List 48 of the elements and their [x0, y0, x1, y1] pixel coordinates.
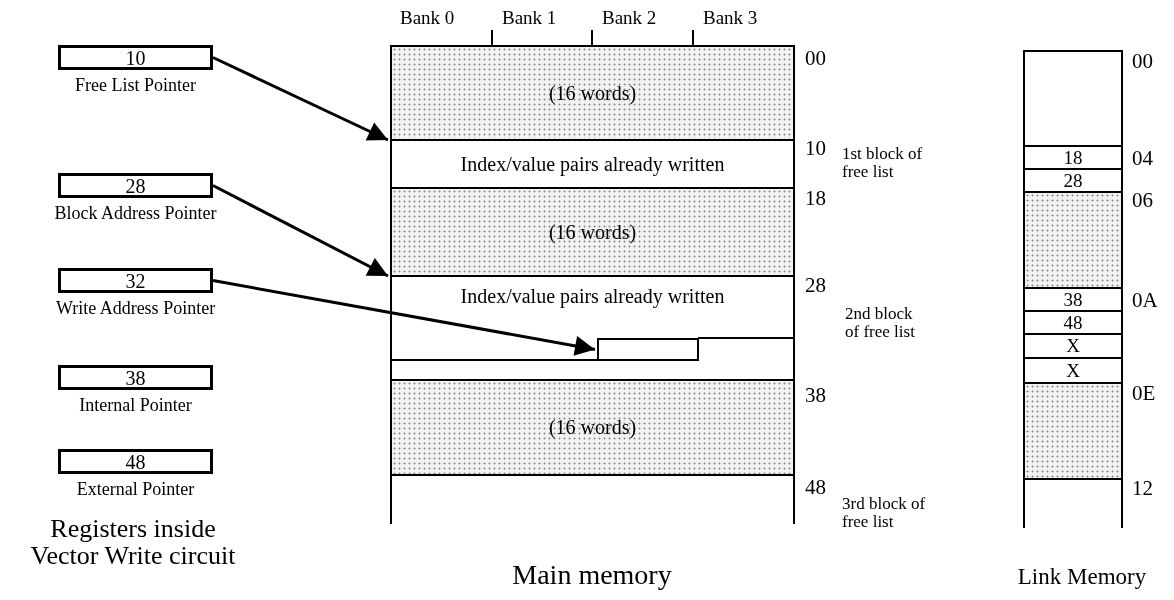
- address-label: 10: [805, 137, 826, 159]
- register-name: Internal Pointer: [79, 395, 192, 416]
- address-label: 12: [1132, 477, 1153, 499]
- caption: Main memory: [511, 560, 673, 589]
- register-box: 38: [58, 365, 213, 390]
- arrow: [212, 184, 389, 278]
- link-entry: [1023, 50, 1123, 147]
- register-name: External Pointer: [76, 479, 195, 500]
- address-label: 00: [1132, 50, 1153, 72]
- memory-block: (16 words): [390, 379, 795, 476]
- register-box: 48: [58, 449, 213, 474]
- register-name: Free List Pointer: [75, 75, 196, 96]
- bank-label: Bank 1: [502, 8, 557, 28]
- address-label: 18: [805, 187, 826, 209]
- register-name: Write Address Pointer: [55, 298, 216, 319]
- register-box: 28: [58, 173, 213, 198]
- memory-block: [390, 474, 795, 524]
- address-label: 06: [1132, 189, 1153, 211]
- register-box: 10: [58, 45, 213, 70]
- annotation-text: 3rd block of free list: [842, 495, 926, 531]
- address-label: 28: [805, 274, 826, 296]
- address-label: 48: [805, 476, 826, 498]
- address-label: 38: [805, 384, 826, 406]
- register-name: Block Address Pointer: [54, 203, 217, 224]
- link-entry: [1023, 382, 1123, 480]
- address-label: 00: [805, 47, 826, 69]
- address-label: 0E: [1132, 382, 1156, 404]
- annotation-text: 2nd block of free list: [845, 305, 916, 341]
- caption: Link Memory: [1016, 565, 1148, 589]
- bank-label: Bank 0: [400, 8, 455, 28]
- caption: Registers inside Vector Write circuit: [29, 515, 237, 569]
- link-entry: 48: [1023, 310, 1123, 335]
- memory-block: (16 words): [390, 187, 795, 277]
- address-label: 0A: [1132, 289, 1158, 311]
- register-box: 32: [58, 268, 213, 293]
- bank-label: Bank 3: [703, 8, 758, 28]
- link-entry: 38: [1023, 287, 1123, 312]
- annotation-text: 1st block of free list: [842, 145, 924, 181]
- link-entry: [1023, 191, 1123, 289]
- arrow: [212, 56, 389, 142]
- link-entry: X: [1023, 333, 1123, 359]
- link-entry: 18: [1023, 145, 1123, 170]
- memory-slot: [597, 338, 699, 361]
- link-entry: [1023, 478, 1123, 528]
- arrow: [212, 279, 596, 356]
- bank-label: Bank 2: [602, 8, 657, 28]
- address-label: 04: [1132, 147, 1153, 169]
- memory-block: (16 words): [390, 45, 795, 141]
